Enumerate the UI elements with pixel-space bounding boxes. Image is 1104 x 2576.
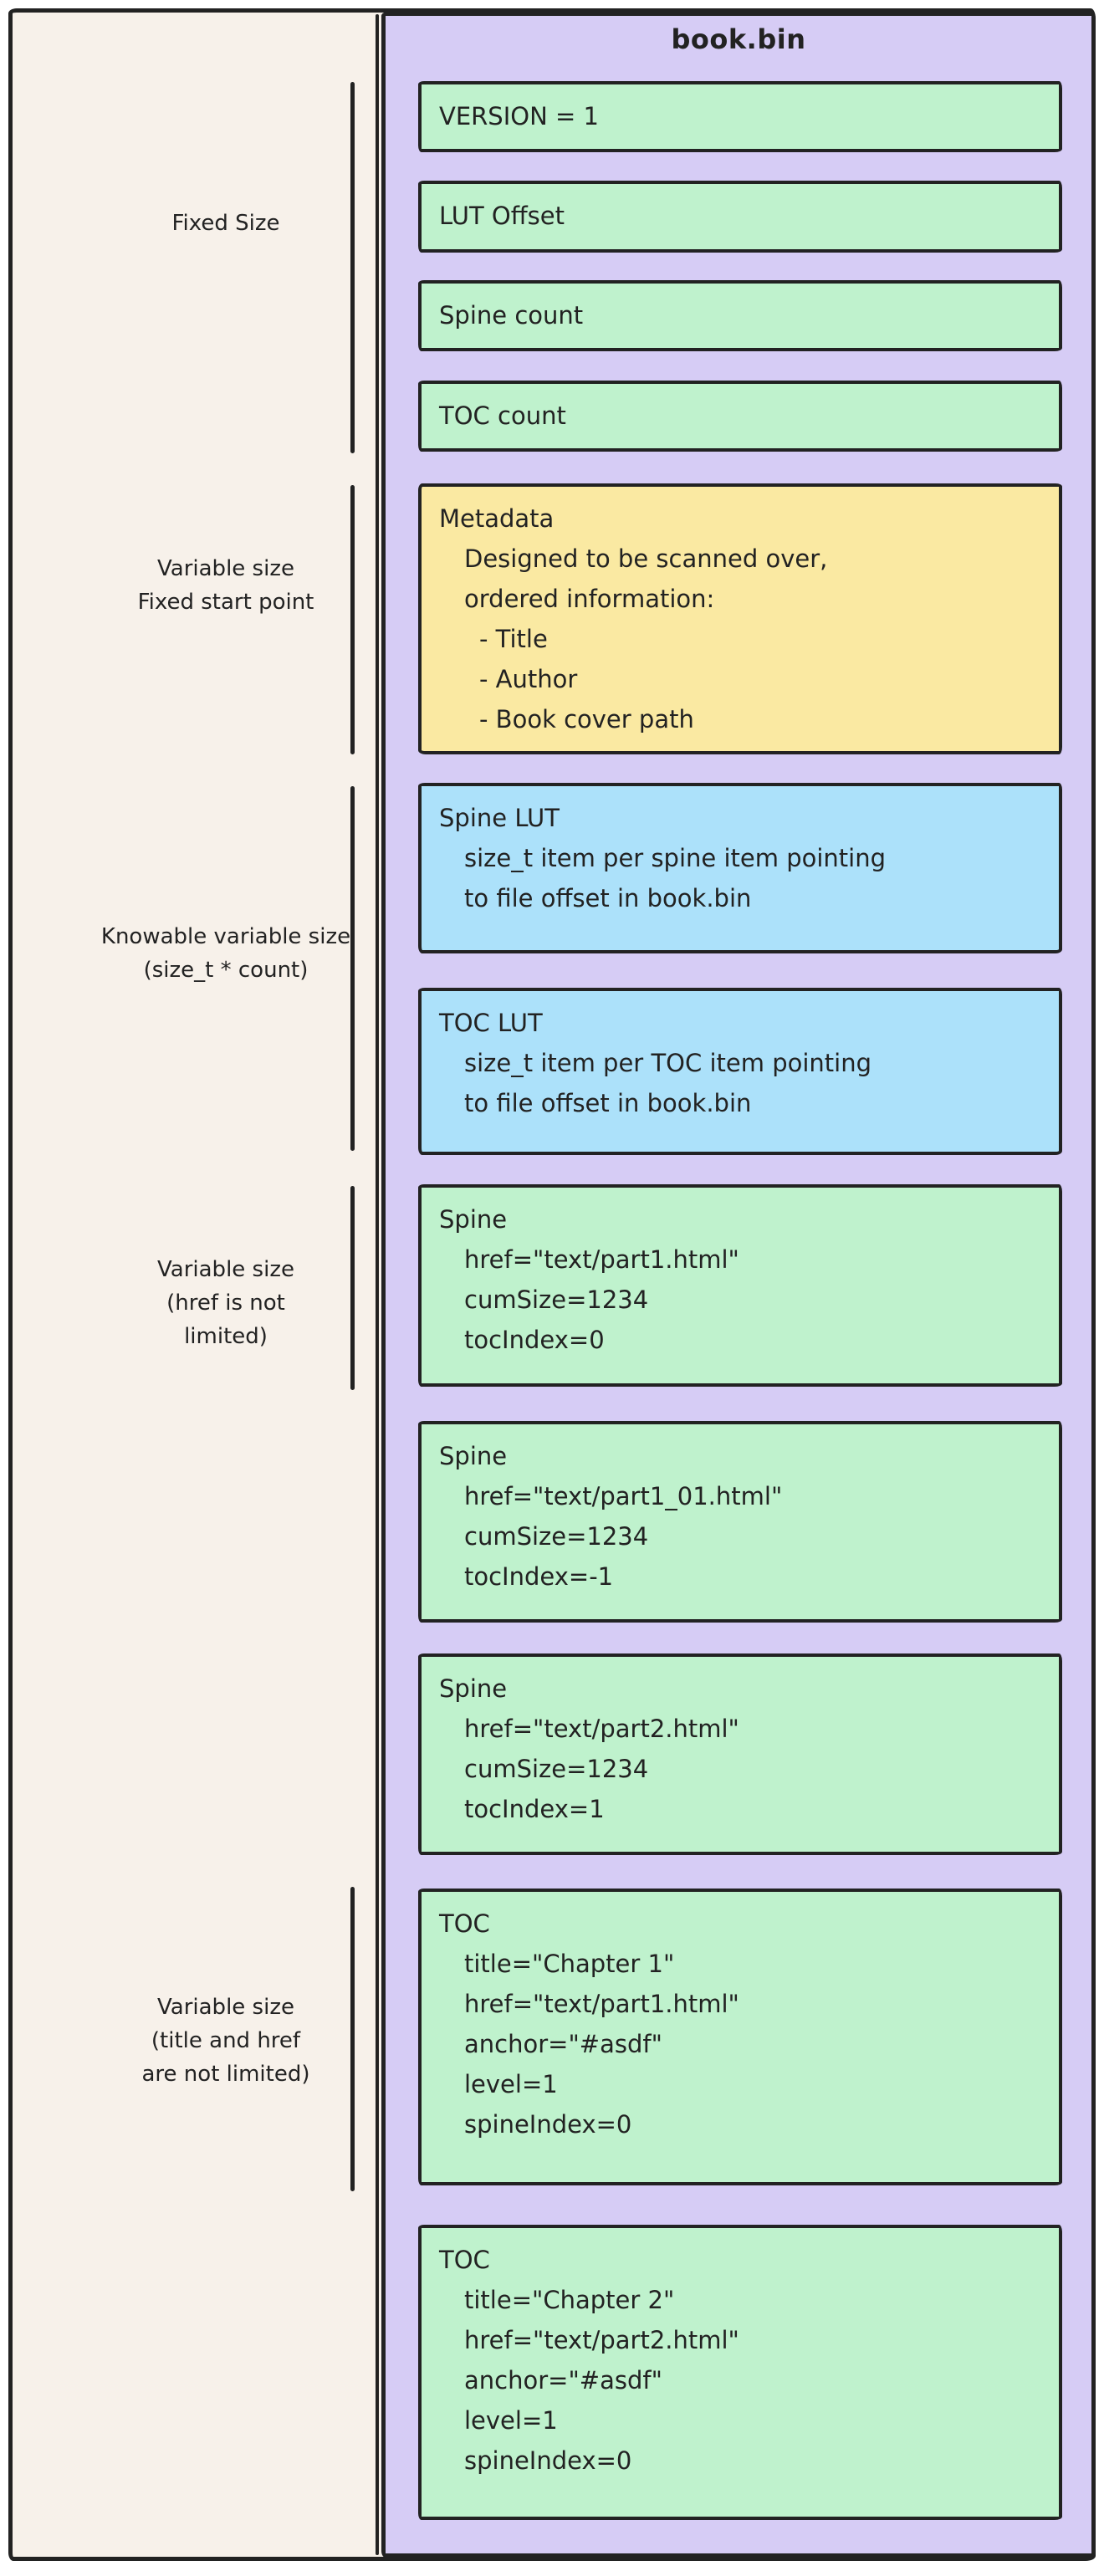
box-line: VERSION = 1 [439, 102, 599, 130]
field-box-toc-1: TOC title="Chapter 1" href="text/part1.h… [418, 1889, 1062, 2185]
field-box-spine-1: Spine href="text/part1.html" cumSize=123… [418, 1184, 1062, 1387]
box-line: href="text/part2.html" [464, 1715, 739, 1743]
box-line: TOC LUT [439, 1009, 543, 1037]
box-line: - Book cover path [479, 705, 694, 733]
box-line: cumSize=1234 [464, 1755, 649, 1783]
section-bracket-variable-fixed-start [350, 485, 355, 754]
box-line: TOC [439, 2246, 490, 2274]
box-line: href="text/part1.html" [464, 1245, 739, 1274]
box-line: ordered information: [464, 585, 715, 613]
box-line: tocIndex=0 [464, 1326, 605, 1354]
box-line: TOC count [439, 401, 566, 430]
section-label-line: limited) [184, 1324, 268, 1349]
box-line: Metadata [439, 504, 555, 533]
section-label-line: (href is not [166, 1291, 285, 1316]
section-label-line: are not limited) [141, 2062, 310, 2087]
box-line: title="Chapter 2" [464, 2286, 675, 2314]
box-line: size_t item per spine item pointing [464, 844, 887, 872]
box-line: to file offset in book.bin [464, 1089, 752, 1117]
box-line: title="Chapter 1" [464, 1950, 675, 1978]
box-line: cumSize=1234 [464, 1522, 649, 1551]
box-line: size_t item per TOC item pointing [464, 1049, 871, 1077]
box-line: Designed to be scanned over, [464, 544, 828, 573]
box-line: spineIndex=0 [464, 2110, 632, 2139]
field-box-toc-2: TOC title="Chapter 2" href="text/part2.h… [418, 2225, 1062, 2520]
box-line: tocIndex=1 [464, 1795, 605, 1823]
field-box-spine-lut: Spine LUT size_t item per spine item poi… [418, 783, 1062, 953]
section-label-fixed-size: Fixed Size [67, 207, 385, 240]
field-box-version: VERSION = 1 [418, 81, 1062, 152]
section-bracket-fixed-size [350, 82, 355, 453]
box-line: href="text/part2.html" [464, 2326, 739, 2354]
section-label-line: (size_t * count) [143, 958, 309, 983]
box-line: anchor="#asdf" [464, 2366, 662, 2395]
box-line: level=1 [464, 2406, 558, 2435]
section-bracket-variable-href [350, 1186, 355, 1390]
section-label-knowable-variable: Knowable variable size (size_t * count) [67, 920, 385, 987]
section-label-variable-href: Variable size (href is not limited) [67, 1253, 385, 1353]
box-line: cumSize=1234 [464, 1285, 649, 1314]
box-line: Spine [439, 1674, 508, 1703]
box-line: Spine LUT [439, 804, 560, 832]
field-box-toc-lut: TOC LUT size_t item per TOC item pointin… [418, 988, 1062, 1155]
field-box-toc-count: TOC count [418, 381, 1062, 452]
section-bracket-knowable-variable [350, 786, 355, 1151]
section-label-line: Fixed start point [137, 590, 314, 615]
box-line: href="text/part1.html" [464, 1990, 739, 2018]
box-line: - Author [479, 665, 578, 693]
box-line: href="text/part1_01.html" [464, 1482, 783, 1510]
section-label-variable-title-href: Variable size (title and href are not li… [67, 1991, 385, 2091]
section-label-line: Knowable variable size [100, 924, 351, 949]
field-box-spine-count: Spine count [418, 280, 1062, 351]
box-line: Spine [439, 1442, 508, 1470]
section-label-line: (title and href [151, 2028, 301, 2053]
section-label-variable-fixed-start: Variable size Fixed start point [67, 552, 385, 619]
section-bracket-variable-title-href [350, 1887, 355, 2191]
field-box-metadata: Metadata Designed to be scanned over, or… [418, 483, 1062, 754]
box-line: spineIndex=0 [464, 2446, 632, 2475]
box-line: Spine count [439, 301, 584, 330]
box-line: tocIndex=-1 [464, 1562, 614, 1591]
box-line: anchor="#asdf" [464, 2030, 662, 2058]
section-label-line: Variable size [157, 1257, 294, 1282]
field-box-spine-3: Spine href="text/part2.html" cumSize=123… [418, 1653, 1062, 1855]
section-label-line: Fixed Size [171, 211, 280, 236]
section-label-line: Variable size [157, 556, 294, 581]
box-line: to file offset in book.bin [464, 884, 752, 912]
box-line: Spine [439, 1205, 508, 1234]
box-line: LUT Offset [439, 202, 565, 230]
box-line: - Title [479, 625, 548, 653]
field-box-spine-2: Spine href="text/part1_01.html" cumSize=… [418, 1421, 1062, 1623]
field-box-lut-offset: LUT Offset [418, 181, 1062, 253]
box-line: level=1 [464, 2070, 558, 2098]
box-line: TOC [439, 1909, 490, 1938]
section-label-line: Variable size [157, 1995, 294, 2020]
file-title: book.bin [671, 23, 806, 55]
